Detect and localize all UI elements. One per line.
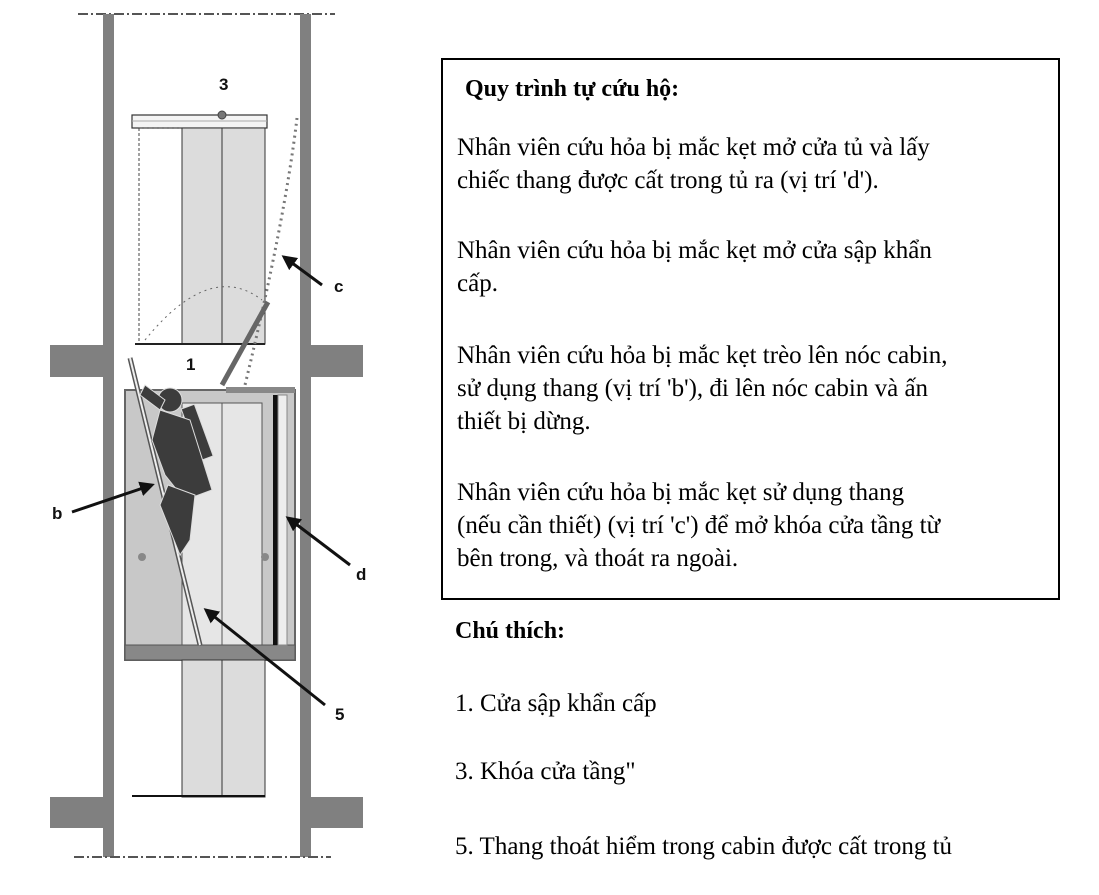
arrow-5 (203, 608, 326, 707)
lower-floor-slab-right (300, 797, 363, 828)
shaft-walls (50, 14, 363, 857)
legend-item-5: 5. Thang thoát hiểm trong cabin được cất… (455, 833, 953, 860)
procedure-step-2: Nhân viên cứu hỏa bị mắc kẹt mở cửa sập … (457, 234, 932, 300)
elevator-cabin (124, 387, 296, 661)
label-3: 3 (219, 75, 228, 94)
procedure-step-3: Nhân viên cứu hỏa bị mắc kẹt trèo lên nó… (457, 339, 947, 438)
step-line: Nhân viên cứu hỏa bị mắc kẹt mở cửa sập … (457, 237, 932, 264)
step-line: Nhân viên cứu hỏa bị mắc kẹt mở cửa tủ v… (457, 134, 930, 161)
step-line: (nếu cần thiết) (vị trí 'c') để mở khóa … (457, 512, 941, 539)
landing-door-lower (132, 659, 266, 798)
step-line: sử dụng thang (vị trí 'b'), đi lên nóc c… (457, 375, 929, 402)
landing-door-upper (131, 114, 268, 345)
self-rescue-procedure-box: Quy trình tự cứu hộ: Nhân viên cứu hỏa b… (441, 58, 1060, 600)
label-c: c (334, 277, 343, 296)
legend-title: Chú thích: (455, 618, 566, 644)
label-b: b (52, 504, 62, 523)
step-line: bên trong, và thoát ra ngoài. (457, 545, 739, 572)
upper-floor-slab-right (300, 345, 363, 377)
ladder-cabinet-d (273, 394, 288, 646)
legend-item-1: 1. Cửa sập khẩn cấp (455, 690, 657, 717)
step-line: chiếc thang được cất trong tủ ra (vị trí… (457, 167, 879, 194)
legend-item-3: 3. Khóa cửa tầng" (455, 758, 636, 785)
firefighter-figure (139, 384, 214, 557)
elevator-shaft-diagram: 3 1 c b (50, 13, 366, 858)
arrow-b (71, 481, 155, 514)
label-d: d (356, 565, 366, 584)
procedure-title: Quy trình tự cứu hộ: (465, 76, 680, 102)
step-line: thiết bị dừng. (457, 408, 591, 435)
upper-floor-slab-left (50, 345, 114, 377)
step-line: Nhân viên cứu hỏa bị mắc kẹt sử dụng tha… (457, 479, 905, 506)
arrow-c (281, 255, 323, 287)
label-5: 5 (335, 705, 344, 724)
label-1: 1 (186, 355, 195, 374)
door-lock-icon (217, 110, 227, 120)
step-line: cấp. (457, 270, 498, 297)
arrow-d (285, 516, 351, 567)
step-line: Nhân viên cứu hỏa bị mắc kẹt trèo lên nó… (457, 342, 948, 369)
hatch-cover-open (219, 300, 271, 387)
procedure-step-4: Nhân viên cứu hỏa bị mắc kẹt sử dụng tha… (457, 476, 940, 575)
lower-floor-slab-left (50, 797, 114, 828)
procedure-step-1: Nhân viên cứu hỏa bị mắc kẹt mở cửa tủ v… (457, 131, 930, 197)
